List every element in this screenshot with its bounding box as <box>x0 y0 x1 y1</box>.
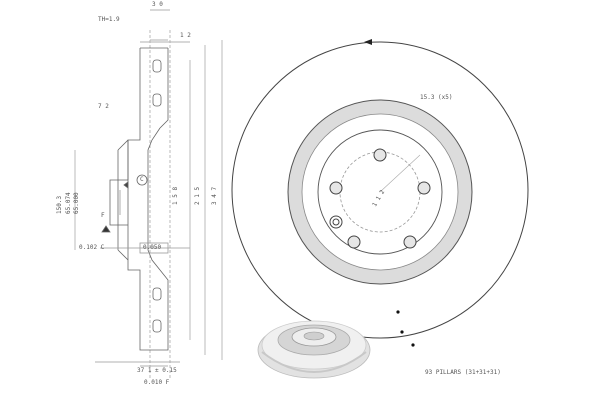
dim-215: 2 1 5 <box>194 186 201 205</box>
disc-outer-edge <box>231 41 529 339</box>
bolt-hole <box>373 148 387 162</box>
dim-72: 7 2 <box>98 103 109 110</box>
bolt-hole <box>417 181 431 195</box>
rotation-arrow-icon <box>364 39 372 45</box>
dim-12: 1 2 <box>180 32 191 39</box>
section-view <box>74 9 223 380</box>
dim-bottom-2: 0.010 F <box>144 379 170 386</box>
dim-tolerance-2: 0.050 <box>143 244 162 251</box>
bolt-spec: 15.3 (x5) <box>420 94 453 101</box>
dim-6574: 65.074 <box>65 192 72 214</box>
disc-thumbnail-image <box>257 320 371 379</box>
bolt-hole <box>403 235 417 249</box>
dim-c: C <box>140 176 144 183</box>
pillars-label: 93 PILLARS (31+31+31) <box>425 369 501 376</box>
dim-347: 3 4 7 <box>211 186 218 205</box>
front-view <box>231 39 529 347</box>
dim-thickness: TH=1.9 <box>98 16 120 23</box>
bolt-hole <box>347 235 361 249</box>
dim-bottom-1: 37 1 ± 0.15 <box>137 367 177 374</box>
dim-f: F <box>101 212 105 219</box>
dim-1503: 150.3 <box>56 195 63 214</box>
dim-158: 1 5 8 <box>172 186 179 205</box>
dim-30: 3 0 <box>152 1 163 8</box>
dim-tolerance-1: 0.102 C <box>79 244 105 251</box>
dim-6500: 65.000 <box>73 192 80 214</box>
bolt-hole <box>329 181 343 195</box>
